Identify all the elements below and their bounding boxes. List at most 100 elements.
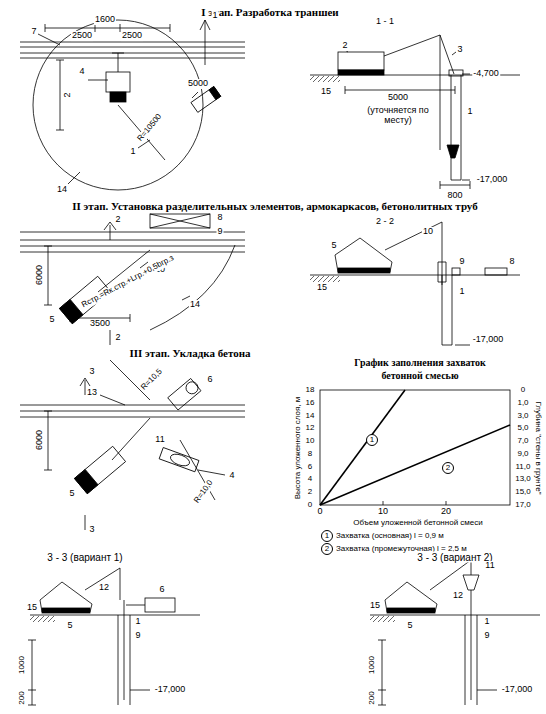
stage2-plan — [20, 214, 245, 345]
label: 10 — [377, 507, 389, 517]
label: 3 - 3 (вариант 2) — [416, 552, 493, 563]
drawing-stroke — [320, 390, 510, 505]
drawing-stroke — [150, 214, 210, 228]
label: 4 — [78, 67, 85, 77]
drawing-stroke — [38, 34, 60, 45]
label: 1 — [129, 147, 136, 157]
drawing-stroke — [200, 20, 210, 65]
label: 18 — [305, 386, 316, 395]
drawing-stroke — [145, 598, 175, 612]
drawing-stroke — [20, 232, 245, 233]
drawing-stroke — [33, 20, 203, 190]
label: 0 — [520, 386, 526, 395]
label: 15 — [316, 283, 328, 293]
drawing-stroke — [191, 86, 221, 112]
label: 3 - 3 (вариант 1) — [46, 552, 123, 563]
label: 12 — [452, 591, 464, 601]
label: 9 — [458, 257, 465, 267]
drawing-stroke — [462, 74, 470, 180]
label: 11 — [484, 561, 495, 571]
label: 4 — [307, 475, 313, 484]
drawing-stroke — [191, 86, 221, 112]
label: 16 — [305, 398, 316, 407]
drawing-stroke — [20, 42, 245, 58]
drawing-stroke — [112, 53, 124, 72]
label: 5 — [330, 241, 337, 251]
stage-heading: График заполнения захваток — [353, 357, 487, 368]
label: 9 — [134, 631, 141, 641]
label: 2 — [114, 215, 121, 225]
label: 1000 — [368, 655, 377, 675]
drawing-stroke — [335, 238, 392, 272]
label: 5,0 — [516, 424, 529, 433]
section-1-1 — [310, 35, 520, 189]
label: 2 — [63, 91, 73, 98]
drawing-stroke — [130, 690, 150, 691]
stage3-plan — [20, 360, 245, 530]
label: 3 — [88, 525, 95, 535]
circled-number: 1 — [321, 530, 333, 542]
label: 11,0 — [515, 462, 532, 471]
drawing-stroke — [168, 378, 202, 410]
drawing-stroke — [44, 246, 52, 305]
label: 5 — [406, 621, 413, 631]
drawing-stroke — [385, 582, 437, 612]
drawing-stroke — [45, 24, 170, 32]
drawing-stroke — [209, 86, 221, 99]
label: 15,0 — [514, 488, 532, 497]
drawing-stroke — [44, 411, 52, 470]
drawing-stroke — [68, 80, 198, 184]
label: 9,0 — [516, 449, 529, 458]
drawing-stroke — [85, 568, 120, 600]
drawing-stroke — [310, 76, 340, 82]
label: 2 — [114, 333, 121, 343]
drawing-stroke — [387, 608, 435, 613]
label: 10 — [422, 227, 434, 237]
label: 1600 — [94, 15, 116, 25]
label: 5 — [48, 315, 55, 325]
label: 8 — [307, 449, 313, 458]
drawing-stroke — [440, 181, 470, 189]
drawing-stroke — [42, 608, 90, 613]
label: 20 — [440, 507, 452, 517]
circled-number: 1 — [366, 434, 378, 446]
label: Rстр.=Rк.стр.+Lгр.+0,5bгр.з — [80, 254, 177, 311]
fill-chart — [320, 390, 510, 505]
drawing-stroke — [310, 276, 340, 282]
label: 14 — [189, 300, 201, 310]
label: -17,000 — [476, 175, 509, 185]
label: 11 — [154, 435, 165, 445]
label: 8 — [216, 213, 223, 223]
drawing-stroke — [126, 605, 145, 606]
section-3-3-v1 — [28, 568, 200, 705]
label: 1 — [134, 617, 141, 627]
drawing-stroke — [28, 640, 36, 705]
label: Объем уложенной бетонной смеси — [352, 519, 484, 528]
label: Захватка (основная) l = 0,9 м — [335, 532, 445, 541]
drawing-stroke — [74, 469, 98, 493]
label: 5 — [68, 489, 75, 499]
label: 6000 — [35, 264, 45, 286]
label: Высота уложенного слоя, м — [294, 396, 303, 501]
stage1-plan — [20, 20, 245, 190]
drawing-stroke — [159, 448, 199, 472]
label: 1 — [211, 11, 218, 21]
label: 9 — [216, 227, 223, 237]
drawing-stroke — [447, 145, 459, 158]
drawing-stroke — [198, 470, 225, 475]
label: 2 — [307, 488, 313, 497]
drawing-stroke — [80, 378, 90, 530]
label: -17,000 — [472, 335, 505, 345]
label: 5 — [66, 621, 73, 631]
label: 15 — [369, 601, 381, 611]
label: 200 — [368, 690, 377, 705]
label: Глубина "стены в грунте" — [534, 400, 543, 495]
drawing-stroke — [100, 395, 215, 500]
label: 7 — [30, 27, 37, 37]
drawing-stroke — [477, 690, 497, 691]
label: 9 — [483, 631, 490, 641]
label: 200 — [18, 690, 27, 705]
drawing-stroke — [384, 35, 454, 150]
label: -17,000 — [501, 685, 534, 695]
drawing-stroke — [40, 582, 92, 612]
